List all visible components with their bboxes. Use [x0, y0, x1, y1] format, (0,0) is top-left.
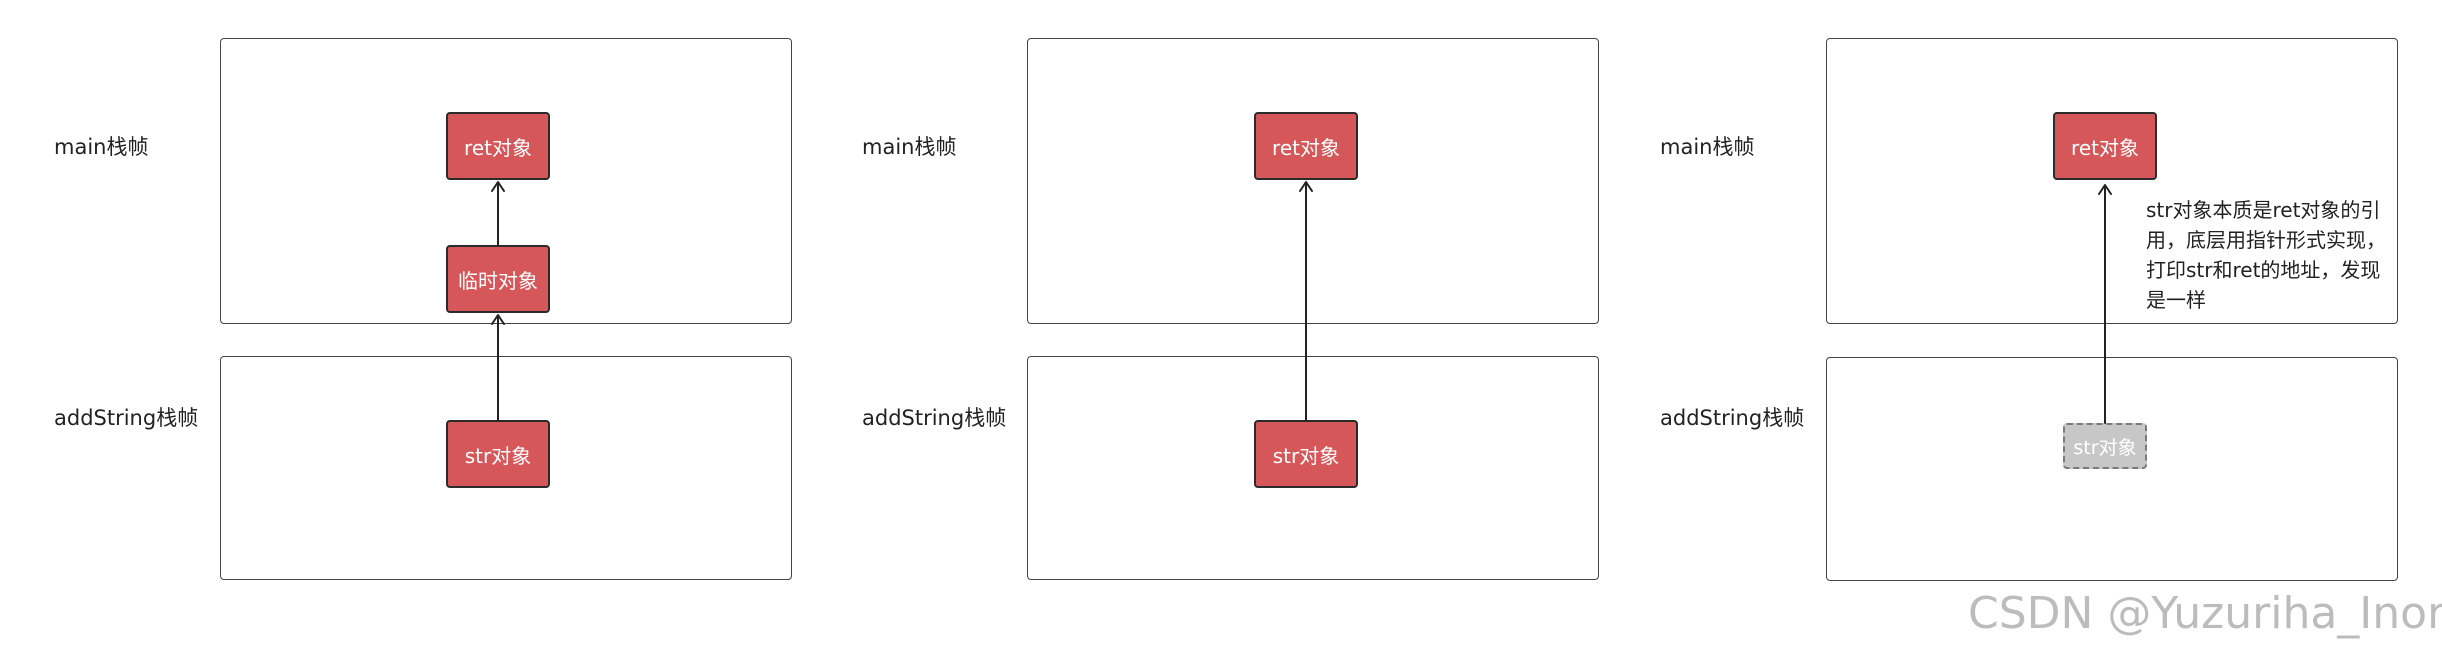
- arrow-head-icon: [491, 181, 505, 192]
- ret-object: ret对象: [2053, 112, 2157, 180]
- arrow-head-icon: [491, 314, 505, 325]
- addstring-frame-label: addString栈帧: [862, 406, 1007, 430]
- str-object: str对象: [446, 420, 550, 488]
- addstring-frame-label: addString栈帧: [54, 406, 199, 430]
- temp-object: 临时对象: [446, 245, 550, 313]
- ret-object: ret对象: [1254, 112, 1358, 180]
- main-frame-label: main栈帧: [54, 135, 149, 159]
- main-stack-frame: [1027, 38, 1599, 324]
- reference-note: str对象本质是ret对象的引用，底层用指针形式实现，打印str和ret的地址，…: [2146, 198, 2386, 312]
- ret-object: ret对象: [446, 112, 550, 180]
- main-frame-label: main栈帧: [1660, 135, 1755, 159]
- watermark: CSDN @Yuzuriha_Inori: [1968, 588, 2442, 639]
- str-object: str对象: [1254, 420, 1358, 488]
- arrow-head-icon: [1299, 181, 1313, 192]
- main-stack-frame: [1826, 38, 2398, 324]
- main-frame-label: main栈帧: [862, 135, 957, 159]
- addstring-frame-label: addString栈帧: [1660, 406, 1805, 430]
- arrow-head-icon: [2098, 184, 2112, 195]
- str-object-ghost: str对象: [2063, 423, 2147, 469]
- addstring-stack-frame: [1826, 357, 2398, 581]
